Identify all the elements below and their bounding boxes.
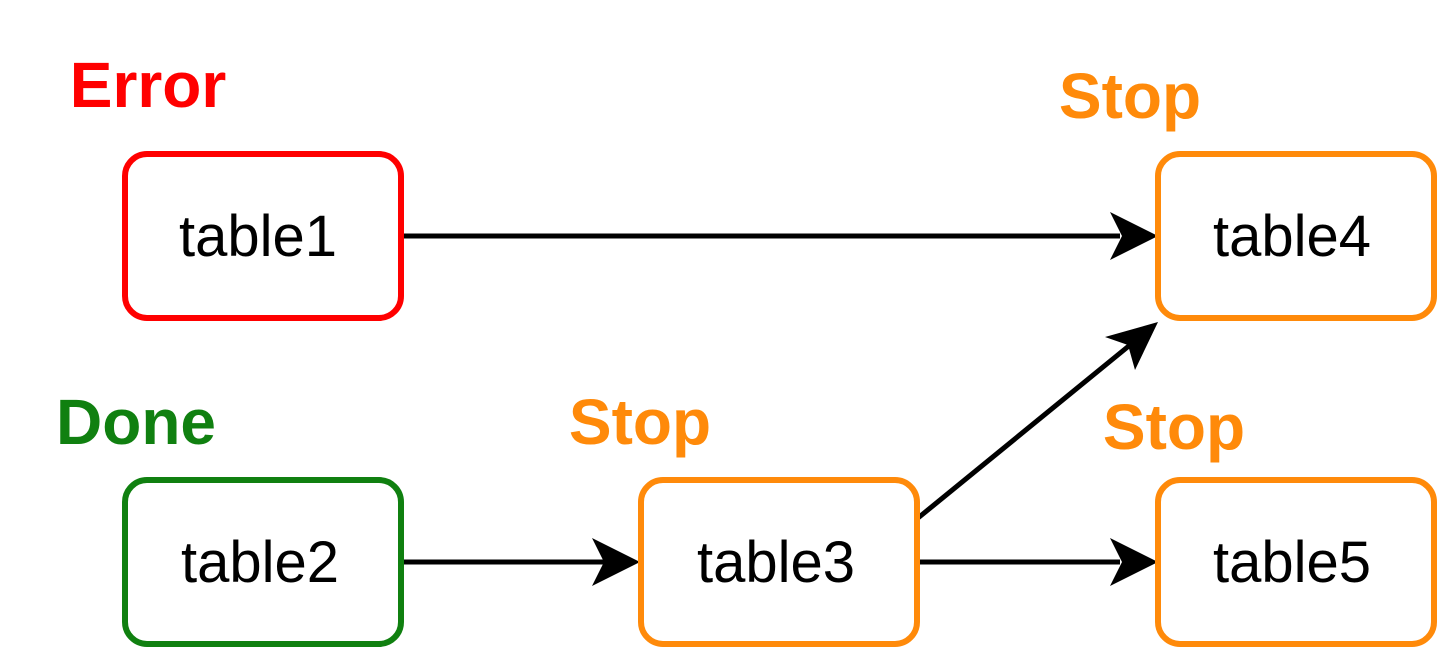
- arrowhead-icon: [1110, 212, 1158, 260]
- node-label: table1: [179, 204, 337, 269]
- node-box[interactable]: [122, 477, 404, 647]
- node-table2[interactable]: Done table2: [56, 386, 404, 647]
- node-table5[interactable]: Stop table5: [1103, 391, 1437, 647]
- node-label: table3: [697, 530, 855, 595]
- node-label: table5: [1213, 530, 1371, 595]
- arrowhead-icon: [1105, 322, 1158, 370]
- status-label-error: Error: [70, 49, 227, 121]
- node-box[interactable]: [638, 477, 920, 647]
- status-label-done: Done: [56, 386, 216, 458]
- edges: [401, 212, 1158, 586]
- node-table4[interactable]: Stop table4: [1059, 60, 1437, 321]
- status-label-stop: Stop: [1103, 391, 1245, 463]
- node-box[interactable]: [1155, 151, 1437, 321]
- edge-table3-table4: [916, 322, 1158, 520]
- node-table3[interactable]: Stop table3: [569, 386, 920, 647]
- edge-table1-table4: [401, 212, 1158, 260]
- node-box[interactable]: [1155, 477, 1437, 647]
- node-label: table2: [181, 530, 339, 595]
- arrowhead-icon: [592, 538, 640, 586]
- status-label-stop: Stop: [569, 386, 711, 458]
- node-label: table4: [1213, 204, 1371, 269]
- status-label-stop: Stop: [1059, 60, 1201, 132]
- edge-table2-table3: [401, 538, 640, 586]
- edge-table3-table5: [918, 538, 1158, 586]
- node-box[interactable]: [122, 151, 404, 321]
- nodes: Error table1 Done table2 Stop table3 Sto…: [56, 49, 1437, 647]
- edge-line: [916, 343, 1132, 520]
- arrowhead-icon: [1110, 538, 1158, 586]
- node-table1[interactable]: Error table1: [70, 49, 404, 321]
